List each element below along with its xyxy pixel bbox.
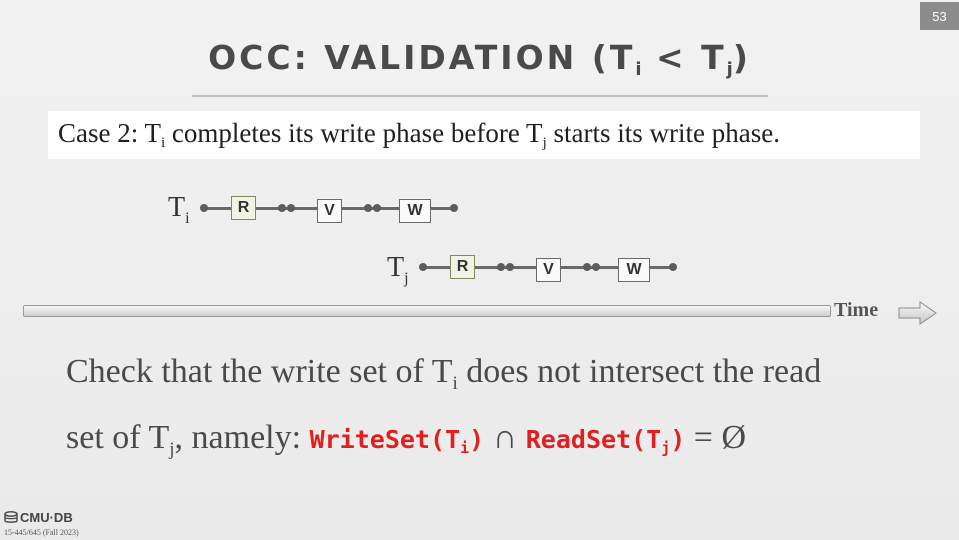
- tj-start-dot: [419, 263, 427, 271]
- slide-title: OCC: VALIDATION (Ti < Tj): [208, 38, 751, 80]
- timeline-diagram: Ti R V W Tj R V W: [0, 180, 959, 290]
- tj-read-phase: R: [450, 255, 475, 279]
- ti-dot: [278, 204, 286, 212]
- ti-label: Ti: [168, 192, 190, 227]
- ti-dot: [364, 204, 372, 212]
- arrow-right-icon: [898, 301, 937, 325]
- ti-dot: [373, 204, 381, 212]
- tj-write-phase: W: [618, 258, 650, 282]
- tj-dot: [497, 263, 505, 271]
- case-description: Case 2: Ti completes its write phase bef…: [48, 111, 920, 159]
- ti-read-phase: R: [231, 196, 256, 220]
- page-number: 53: [920, 2, 959, 30]
- tj-dot: [583, 263, 591, 271]
- tj-validation-phase: V: [536, 258, 561, 282]
- tj-dot: [506, 263, 514, 271]
- ti-validation-phase: V: [317, 199, 342, 223]
- database-icon: [4, 511, 18, 523]
- tj-end-dot: [669, 263, 677, 271]
- tj-dot: [592, 263, 600, 271]
- ti-end-dot: [450, 204, 458, 212]
- validation-condition: Check that the write set of Ti does not …: [66, 345, 936, 477]
- title-divider: [192, 95, 768, 97]
- writeset-expression: WriteSet(Ti): [309, 425, 485, 457]
- condition-line-2: set of Tj, namely: WriteSet(Ti) ∩ ReadSe…: [66, 419, 747, 460]
- course-label: 15-445/645 (Fall 2023): [4, 528, 79, 537]
- cmu-db-logo: CMU·DB: [4, 510, 73, 525]
- readset-expression: ReadSet(Tj): [525, 425, 686, 457]
- time-axis: [23, 305, 831, 317]
- ti-dot: [287, 204, 295, 212]
- time-label: Time: [834, 299, 879, 321]
- ti-start-dot: [200, 204, 208, 212]
- condition-line-1: Check that the write set of Ti does not …: [66, 353, 822, 394]
- tj-label: Tj: [387, 252, 409, 287]
- ti-write-phase: W: [399, 199, 431, 223]
